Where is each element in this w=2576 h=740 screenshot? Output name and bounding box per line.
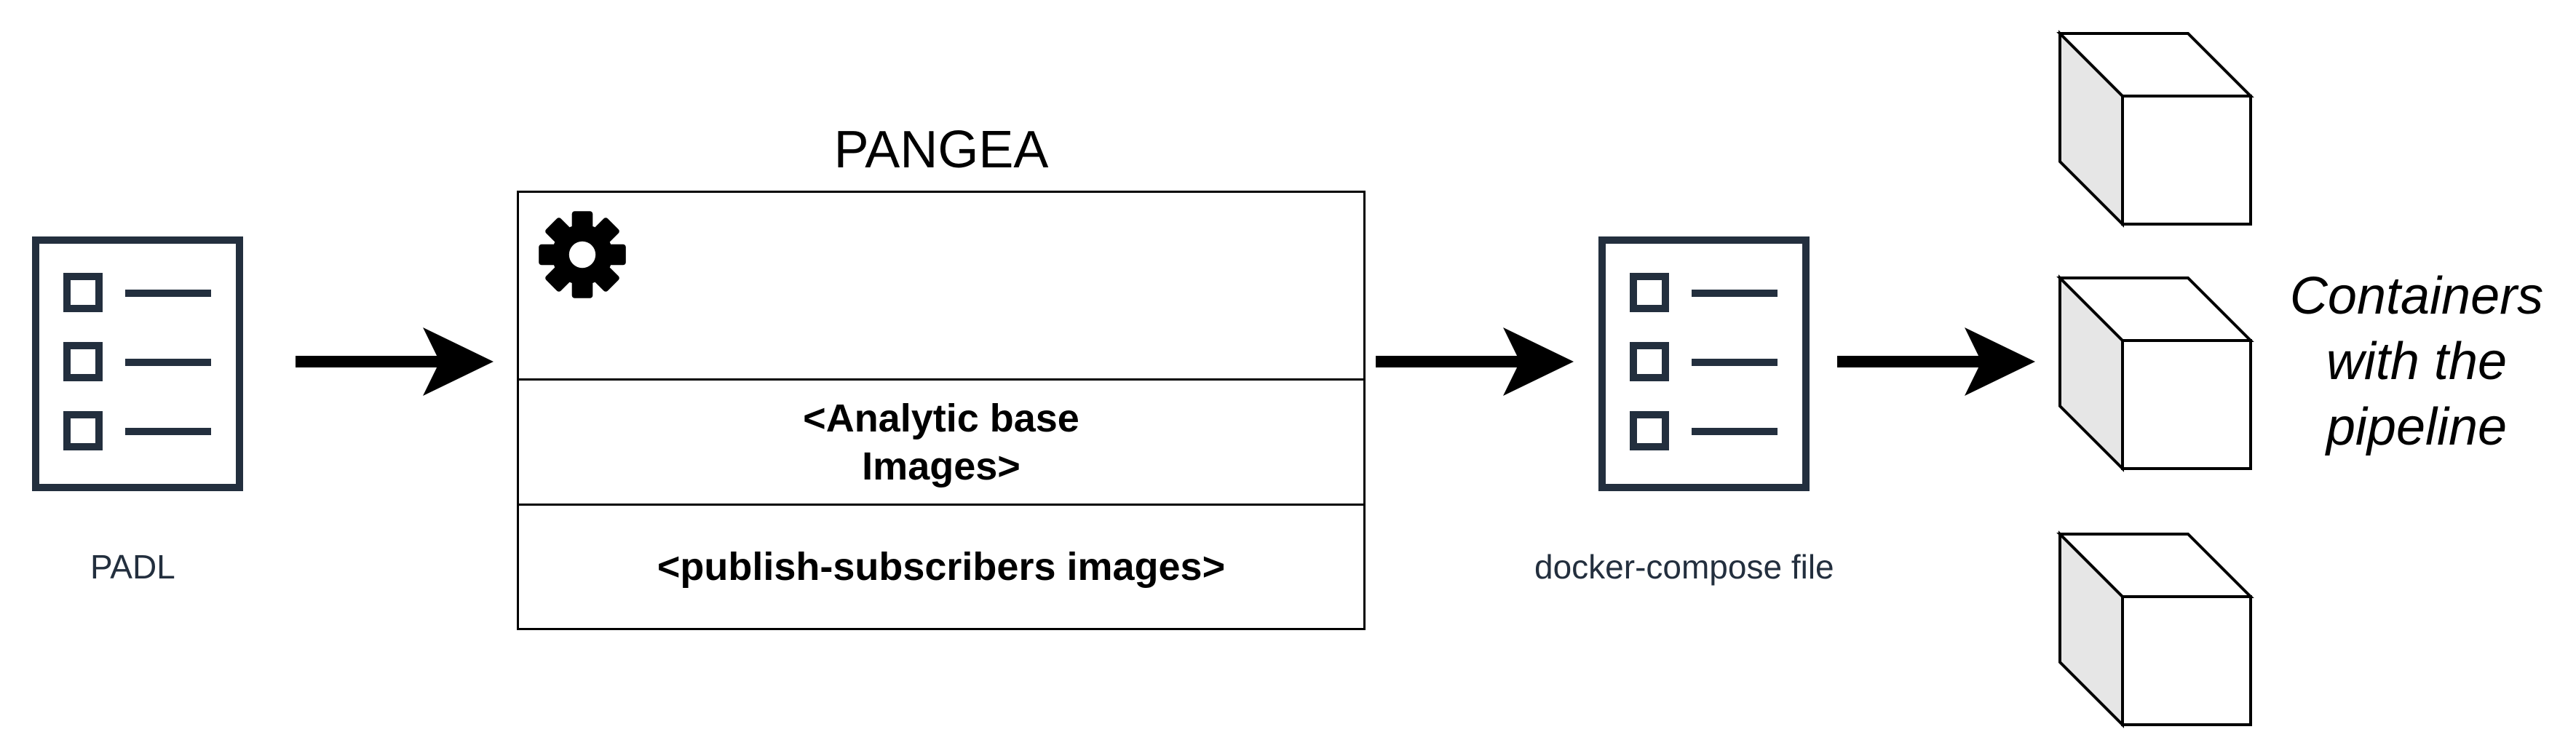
container-cube-1 (2056, 30, 2254, 228)
pangea-section-pubsub: <publish-subscribers images> (519, 506, 1363, 628)
publish-subscribers-text: <publish-subscribers images> (657, 545, 1226, 589)
pangea-title: PANGEA (833, 121, 1049, 179)
arrow-padl-to-pangea (296, 327, 494, 396)
compose-label: docker-compose file (1534, 548, 1834, 586)
containers-label-line3: pipeline (2326, 398, 2508, 456)
analytic-base-images-text: <Analytic base Images> (803, 394, 1079, 490)
container-cube-3 (2056, 530, 2254, 728)
containers-label-line1: Containers (2289, 267, 2544, 325)
padl-label: PADL (90, 548, 175, 586)
compose-document-icon (1598, 236, 1810, 491)
gear-icon (539, 211, 626, 298)
containers-label: Containers with the pipeline (2271, 263, 2562, 460)
arrow-pangea-to-compose (1376, 327, 1574, 396)
analytic-line1: <Analytic base (803, 396, 1079, 440)
pangea-section-gear (519, 193, 1363, 381)
arrow-compose-to-containers (1837, 327, 2035, 396)
pangea-box: <Analytic base Images> <publish-subscrib… (517, 191, 1366, 630)
analytic-line2: Images> (862, 444, 1021, 488)
containers-label-line2: with the (2326, 333, 2508, 391)
pangea-section-analytic: <Analytic base Images> (519, 381, 1363, 506)
container-cube-2 (2056, 274, 2254, 472)
padl-document-icon (32, 236, 243, 491)
